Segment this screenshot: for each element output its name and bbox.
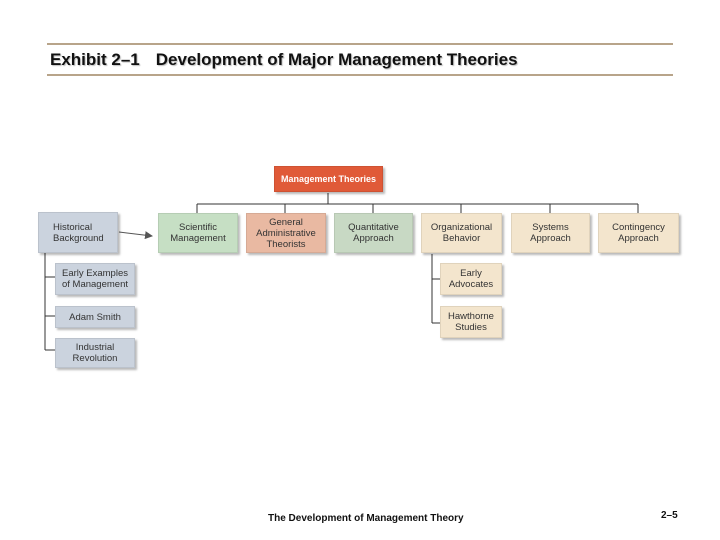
- contingency-approach-box: Contingency Approach: [598, 213, 679, 253]
- top-rule: [47, 43, 673, 45]
- exhibit-label: Exhibit 2–1: [50, 50, 140, 69]
- management-theories-box: Management Theories: [274, 166, 383, 192]
- quantitative-approach-box: Quantitative Approach: [334, 213, 413, 253]
- early-advocates-box: Early Advocates: [440, 263, 502, 295]
- historical-background-box: Historical Background: [38, 212, 118, 253]
- page-title: Exhibit 2–1 Development of Major Manageme…: [50, 50, 518, 70]
- scientific-management-box: Scientific Management: [158, 213, 238, 253]
- systems-approach-box: Systems Approach: [511, 213, 590, 253]
- organizational-behavior-box: Organizational Behavior: [421, 213, 502, 253]
- title-text: Development of Major Management Theories: [155, 50, 518, 69]
- footer-text: The Development of Management Theory: [268, 513, 464, 524]
- hawthorne-studies-box: Hawthorne Studies: [440, 306, 502, 338]
- early-examples-box: Early Examples of Management: [55, 263, 135, 295]
- general-administrative-theorists-box: General Administrative Theorists: [246, 213, 326, 253]
- page-number: 2–5: [661, 510, 678, 521]
- industrial-revolution-box: Industrial Revolution: [55, 338, 135, 368]
- adam-smith-box: Adam Smith: [55, 306, 135, 328]
- title-underline-rule: [47, 74, 673, 76]
- historical-arrow-line: [118, 231, 153, 240]
